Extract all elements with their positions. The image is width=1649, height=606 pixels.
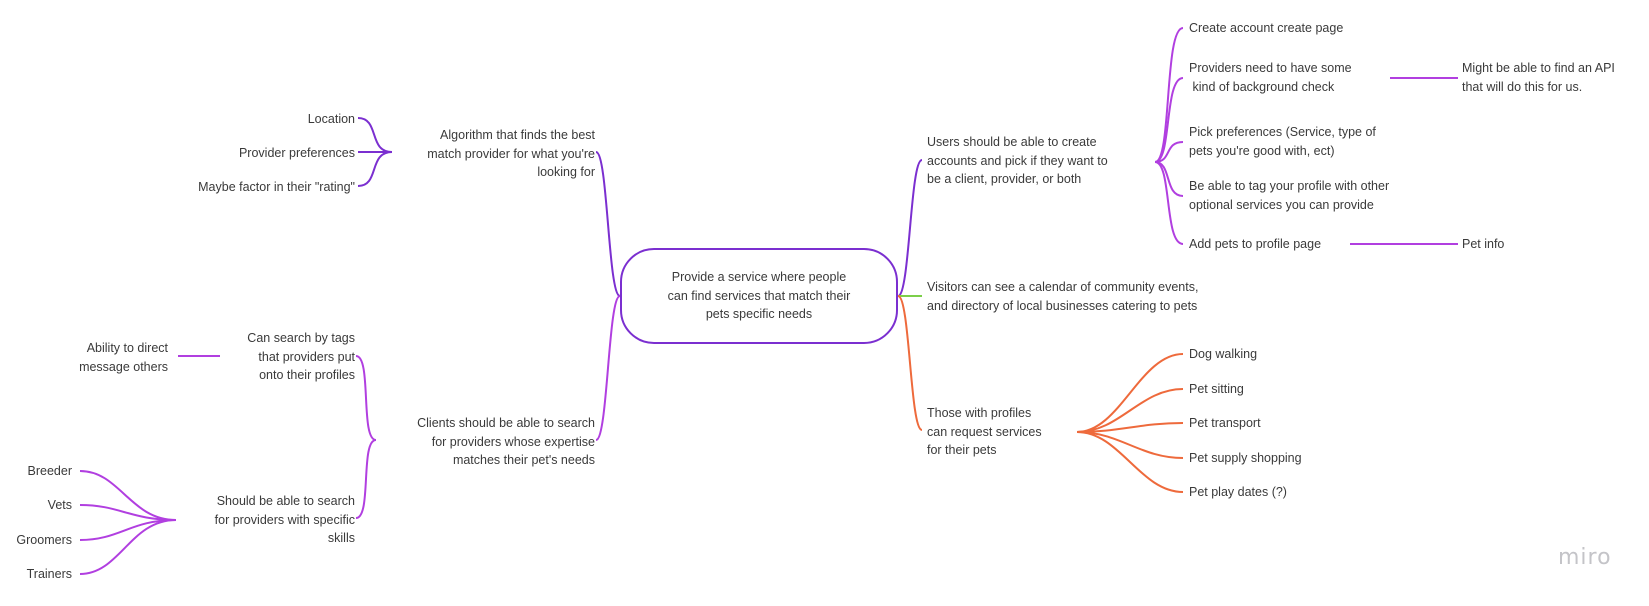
groomers-node[interactable]: Groomers — [16, 533, 72, 547]
connector-central-to-algorithm — [595, 151, 621, 297]
client-search-node[interactable]: Clients should be able to search for pro… — [417, 416, 595, 467]
search-by-tags-node[interactable]: Can search by tags that providers put on… — [247, 331, 355, 382]
connector-requests-to-pet-play-dates — [1076, 431, 1184, 493]
connector-central-to-client-search — [595, 295, 621, 441]
provider-preferences-node[interactable]: Provider preferences — [238, 146, 355, 160]
connector-central-to-requests — [897, 295, 923, 431]
rating-node[interactable]: Maybe factor in their "rating" — [198, 180, 355, 194]
create-account-page-node[interactable]: Create account create page — [1189, 21, 1344, 35]
visitors-node[interactable]: Visitors can see a calendar of community… — [927, 280, 1199, 313]
direct-message-node[interactable]: Ability to direct message others — [79, 341, 168, 374]
connector-client-search-to-skills — [355, 439, 377, 519]
trainers-node[interactable]: Trainers — [26, 567, 72, 581]
background-check-node[interactable]: Providers need to have some kind of back… — [1189, 61, 1352, 94]
connector-skills-to-breeder — [79, 470, 177, 521]
tag-profile-node[interactable]: Be able to tag your profile with other o… — [1189, 179, 1390, 212]
algorithm-node[interactable]: Algorithm that finds the best match prov… — [427, 128, 595, 179]
connector-accounts-to-create-page — [1154, 27, 1184, 163]
connector-accounts-to-background-check — [1154, 77, 1184, 163]
connector-requests-to-dog-walking — [1076, 353, 1184, 433]
pet-supply-shopping-node[interactable]: Pet supply shopping — [1189, 451, 1302, 465]
connector-algorithm-to-location — [357, 117, 393, 153]
dog-walking-node[interactable]: Dog walking — [1189, 347, 1258, 361]
pet-play-dates-node[interactable]: Pet play dates (?) — [1189, 485, 1287, 499]
breeder-node[interactable]: Breeder — [27, 464, 72, 478]
connector-skills-to-trainers — [79, 519, 177, 575]
pet-transport-node[interactable]: Pet transport — [1189, 416, 1261, 430]
api-note-node[interactable]: Might be able to find an API that will d… — [1462, 61, 1615, 94]
central-topic-text: Provide a service where people can find … — [667, 270, 851, 322]
location-node[interactable]: Location — [307, 112, 355, 126]
requests-node[interactable]: Those with profiles can request services… — [927, 406, 1042, 457]
connector-requests-to-pet-transport — [1076, 422, 1184, 433]
connector-accounts-to-add-pets — [1154, 161, 1184, 245]
add-pets-node[interactable]: Add pets to profile page — [1189, 237, 1322, 251]
pick-preferences-node[interactable]: Pick preferences (Service, type of pets … — [1189, 125, 1376, 158]
accounts-node[interactable]: Users should be able to create accounts … — [927, 135, 1108, 186]
connector-central-to-accounts — [897, 159, 923, 297]
vets-node[interactable]: Vets — [47, 498, 72, 512]
connector-client-search-to-tags — [355, 355, 377, 441]
connector-accounts-to-tag-profile — [1154, 161, 1184, 197]
connector-accounts-to-preferences — [1154, 141, 1184, 163]
connector-skills-to-vets — [79, 504, 177, 521]
search-by-skills-node[interactable]: Should be able to search for providers w… — [214, 494, 355, 545]
miro-logo: miro — [1558, 545, 1612, 570]
connector-algorithm-to-rating — [357, 151, 393, 187]
connector-requests-to-pet-sitting — [1076, 388, 1184, 433]
pet-info-node[interactable]: Pet info — [1462, 237, 1505, 251]
pet-sitting-node[interactable]: Pet sitting — [1189, 382, 1244, 396]
central-topic-node[interactable]: Provide a service where people can find … — [620, 248, 898, 344]
